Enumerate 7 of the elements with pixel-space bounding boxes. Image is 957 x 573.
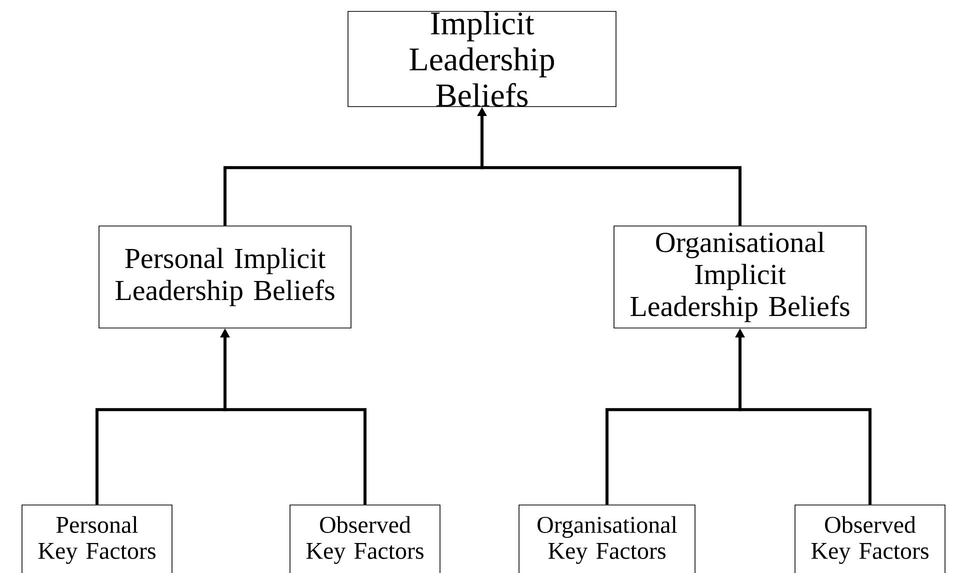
text-box: Organisational Key Factors xyxy=(518,504,696,573)
text-box: Personal Implicit Leadership Beliefs xyxy=(98,226,352,328)
text-box: Observed Key Factors xyxy=(290,504,440,573)
text-box: Observed Key Factors xyxy=(794,504,946,573)
text-box: Implicit Leadership Beliefs xyxy=(348,11,616,108)
text-box: Personal Key Factors xyxy=(22,504,172,573)
text-box: Organisational Implicit Leadership Beliefs xyxy=(614,226,866,328)
